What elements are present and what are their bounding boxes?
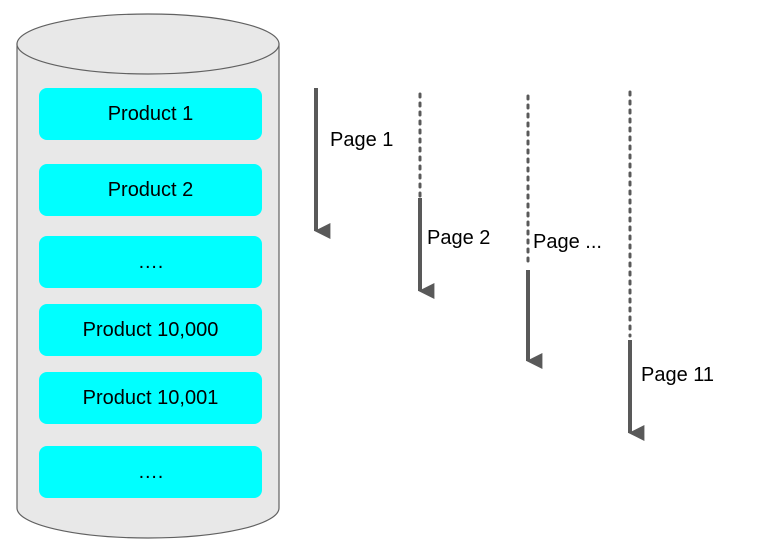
page-n-label: Page ... bbox=[533, 230, 602, 254]
db-item-product-10000: Product 10,000 bbox=[39, 304, 262, 356]
page-11-label: Page 11 bbox=[641, 363, 715, 387]
db-item-product-10001: Product 10,001 bbox=[39, 372, 262, 424]
page-1-label: Page 1 bbox=[330, 128, 394, 152]
page-2-label: Page 2 bbox=[427, 226, 491, 250]
cylinder-top bbox=[16, 13, 280, 75]
db-item-ellipsis-2: …. bbox=[39, 446, 262, 498]
db-item-ellipsis-1: …. bbox=[39, 236, 262, 288]
db-item-product-2: Product 2 bbox=[39, 164, 262, 216]
db-item-product-1: Product 1 bbox=[39, 88, 262, 140]
